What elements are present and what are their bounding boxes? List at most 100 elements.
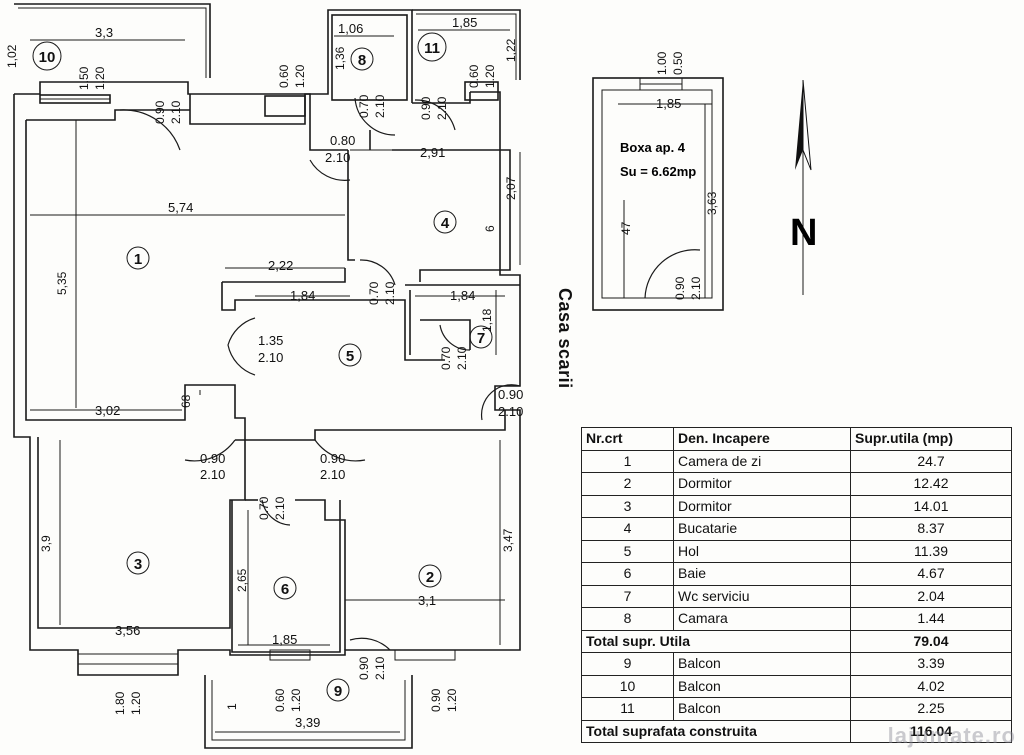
room-area: 1.44 bbox=[850, 607, 1012, 631]
dim-label: 1.20 bbox=[289, 688, 303, 712]
dim-label: 0.70 bbox=[439, 346, 453, 370]
dim-label: 3,3 bbox=[95, 25, 113, 40]
room-markers: 1 2 3 4 5 6 7 8 9 10 11 bbox=[32, 32, 493, 702]
room-area: 2.04 bbox=[850, 584, 1012, 608]
dim-label: 1 bbox=[225, 703, 239, 710]
dim-label: 2,07 bbox=[504, 176, 518, 200]
dim-label: 2,22 bbox=[268, 258, 293, 273]
row-number: 9 bbox=[581, 652, 674, 676]
dim-label: 5,35 bbox=[55, 271, 69, 295]
dim-label: 6 bbox=[483, 225, 497, 232]
dim-label: 2.10 bbox=[383, 281, 397, 305]
room-number-11: 11 bbox=[424, 40, 440, 57]
dim-label: 0.70 bbox=[367, 281, 381, 305]
table-header: Nr.crt bbox=[581, 427, 674, 451]
row-number: 7 bbox=[581, 584, 674, 608]
dim-label: 2.10 bbox=[258, 350, 283, 365]
total-built-value: 116.04 bbox=[850, 719, 1012, 743]
row-number: 3 bbox=[581, 494, 674, 518]
dim-label: 3,56 bbox=[115, 623, 140, 638]
dim-label: 1.80 bbox=[113, 691, 127, 715]
room-area: 14.01 bbox=[850, 494, 1012, 518]
dim-label: 1,84 bbox=[290, 288, 315, 303]
dim-label: 0.90 bbox=[429, 688, 443, 712]
dim-label: 0.60 bbox=[273, 688, 287, 712]
room-name: Camera de zi bbox=[673, 449, 851, 473]
dim-label: 0.50 bbox=[671, 51, 685, 75]
row-number: 8 bbox=[581, 607, 674, 631]
storage-box-outline bbox=[592, 77, 724, 311]
room-area: 24.7 bbox=[850, 449, 1012, 473]
row-number: 2 bbox=[581, 472, 674, 496]
dim-label: 0.60 bbox=[277, 64, 291, 88]
room-number-3: 3 bbox=[134, 556, 142, 573]
dim-label: 1.50 bbox=[77, 66, 91, 90]
door-swings bbox=[119, 97, 521, 651]
dim-label: 0.90 bbox=[200, 451, 225, 466]
dim-label: 1.00 bbox=[655, 51, 669, 75]
storage-box-title: Boxa ap. 4 bbox=[620, 140, 686, 155]
dim-label: 3,1 bbox=[418, 593, 436, 608]
vertical-dimension-labels: 1,02 1.50 1.20 0.90 2.10 0.60 1.20 1,36 … bbox=[5, 38, 518, 715]
room-area: 12.42 bbox=[850, 472, 1012, 496]
table-header: Supr.utila (mp) bbox=[850, 427, 1012, 451]
dim-label: 0.70 bbox=[257, 496, 271, 520]
dim-label: 1.20 bbox=[129, 691, 143, 715]
dim-label: 5,74 bbox=[168, 200, 193, 215]
dim-label: 0.70 bbox=[357, 94, 371, 118]
total-built-row: Total suprafata construita 116.04 bbox=[581, 719, 1012, 743]
storage-box-labels: 1.00 0.50 1,85 Boxa ap. 4 Su = 6.62mp 3,… bbox=[619, 51, 719, 300]
room-name: Balcon bbox=[673, 674, 851, 698]
dim-label: 1,06 bbox=[338, 21, 363, 36]
table-header-row: Nr.crt Den. Incapere Supr.utila (mp) bbox=[581, 427, 1012, 451]
row-number: 4 bbox=[581, 517, 674, 541]
dim-label: 2.10 bbox=[373, 94, 387, 118]
dimension-lines bbox=[30, 29, 521, 733]
compass-icon: N bbox=[790, 79, 817, 295]
dim-label: 1.20 bbox=[445, 688, 459, 712]
dim-label: 0.90 bbox=[320, 451, 345, 466]
dim-label: 3,02 bbox=[95, 403, 120, 418]
room-number-5: 5 bbox=[346, 348, 354, 365]
dim-label: 2.10 bbox=[320, 467, 345, 482]
dim-label: 2.10 bbox=[689, 276, 703, 300]
dim-label: 1.20 bbox=[293, 64, 307, 88]
dimension-labels: 3,3 1,06 1,85 0.80 2.10 2,91 5,74 2,22 1… bbox=[95, 15, 523, 730]
dim-label: 2,91 bbox=[420, 145, 445, 160]
dim-label: 0.90 bbox=[153, 100, 167, 124]
dim-label: 1.20 bbox=[93, 66, 107, 90]
dim-label: 0.60 bbox=[467, 64, 481, 88]
dim-label: 1,36 bbox=[333, 46, 347, 70]
dim-label: 1.20 bbox=[483, 64, 497, 88]
dim-label: 2.10 bbox=[435, 96, 449, 120]
dim-label: 2.10 bbox=[455, 346, 469, 370]
dim-label: 0.90 bbox=[419, 96, 433, 120]
dim-label: 47 bbox=[619, 221, 633, 235]
room-name: Dormitor bbox=[673, 494, 851, 518]
room-name: Baie bbox=[673, 562, 851, 586]
room-number-8: 8 bbox=[358, 52, 366, 69]
total-useful-label: Total supr. Utila bbox=[581, 629, 851, 653]
dim-label: 1.35 bbox=[258, 333, 283, 348]
room-name: Camara bbox=[673, 607, 851, 631]
table-header: Den. Incapere bbox=[673, 427, 851, 451]
dim-label: 2.10 bbox=[325, 150, 350, 165]
dim-label: 2.10 bbox=[373, 656, 387, 680]
room-area: 8.37 bbox=[850, 517, 1012, 541]
row-number: 11 bbox=[581, 697, 674, 721]
room-area: 3.39 bbox=[850, 652, 1012, 676]
room-area: 4.02 bbox=[850, 674, 1012, 698]
row-number: 6 bbox=[581, 562, 674, 586]
total-useful-row: Total supr. Utila 79.04 bbox=[581, 629, 1012, 653]
row-number: 10 bbox=[581, 674, 674, 698]
